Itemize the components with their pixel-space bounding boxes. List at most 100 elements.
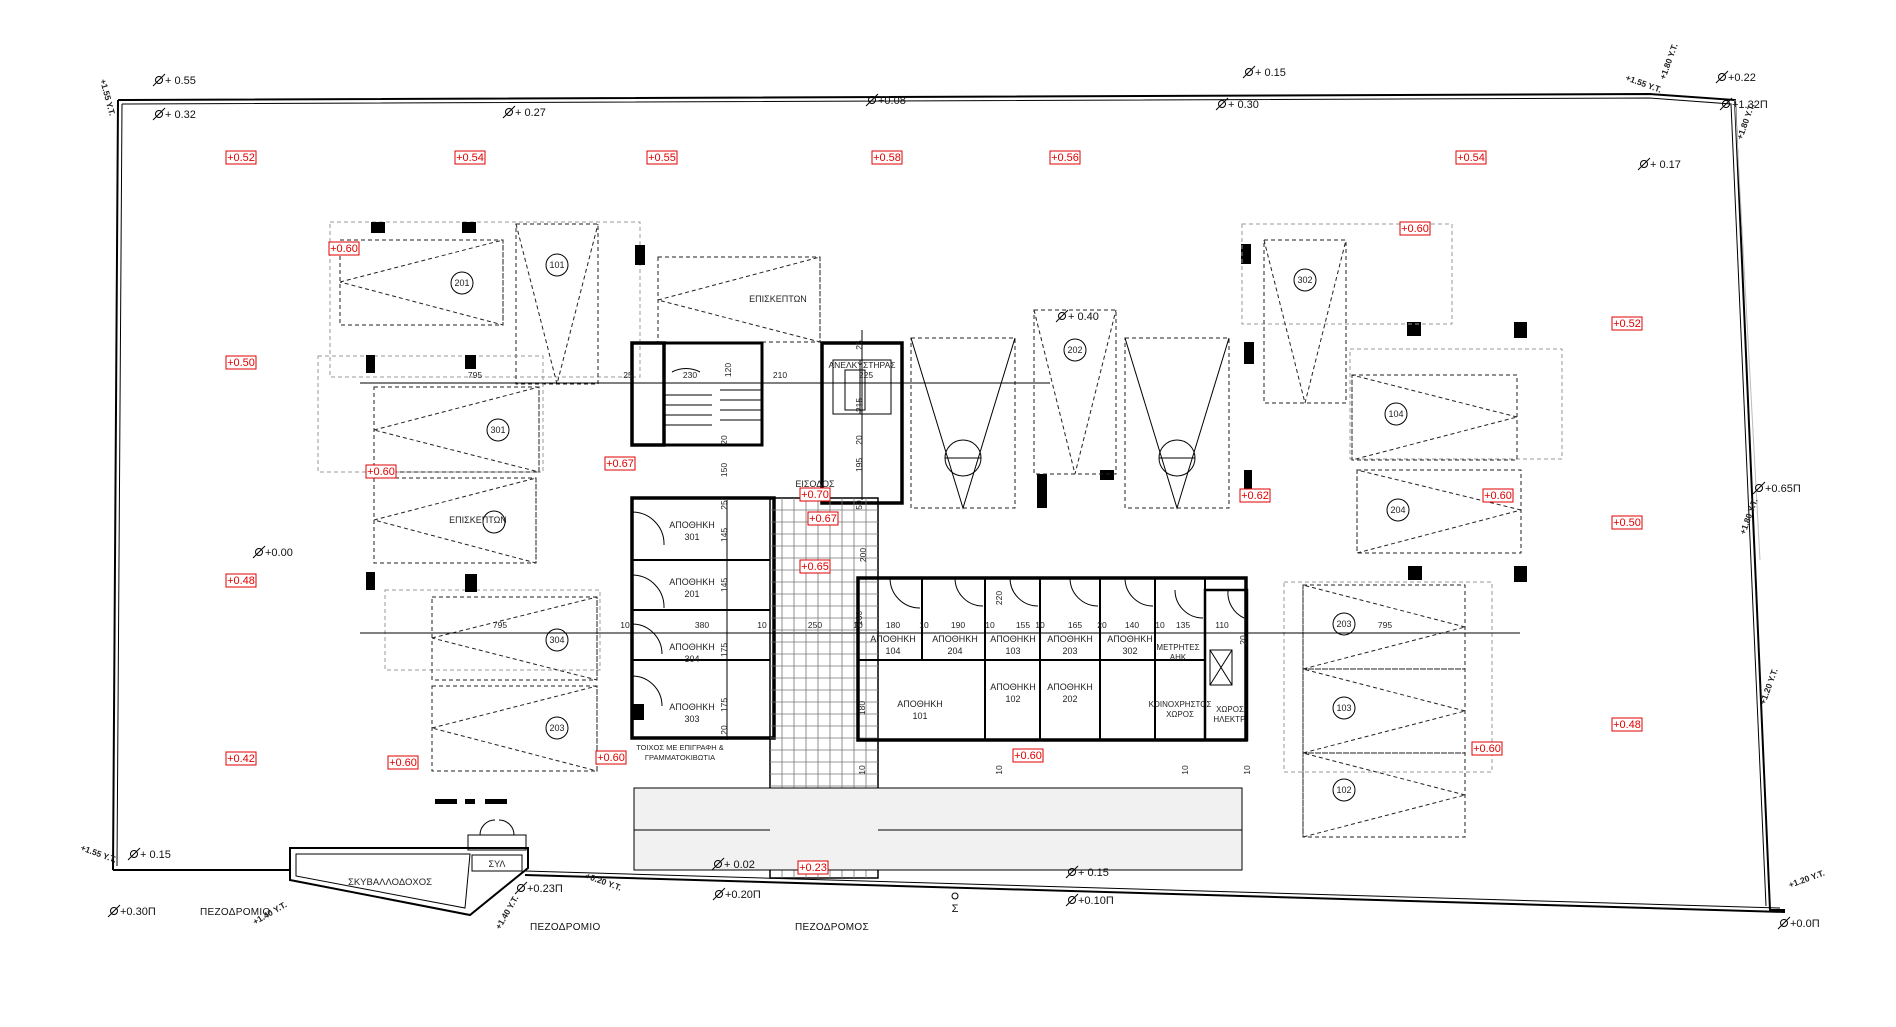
svg-text:+1.40 Υ.Τ.: +1.40 Υ.Τ. [493, 894, 520, 931]
svg-text:+0.20Π: +0.20Π [725, 889, 761, 901]
svg-text:+1.20 Υ.Τ.: +1.20 Υ.Τ. [1787, 868, 1826, 890]
level-r23: +0.60 [1012, 748, 1044, 763]
dimension-d145a: 145 [719, 528, 729, 542]
storage-103-number: 103 [1005, 646, 1020, 656]
svg-text:+1.32Π: +1.32Π [1732, 99, 1768, 111]
svg-text:+0.60: +0.60 [330, 243, 358, 255]
elevation-yt1: +1.55 Υ.Τ. [98, 78, 117, 117]
svg-text:+0.58: +0.58 [873, 152, 901, 164]
parking-304: 304 [549, 635, 564, 645]
dimension-lines [360, 330, 1520, 740]
common-label-2: ΧΩΡΟΣ [1166, 710, 1194, 719]
lower-area [633, 787, 1243, 871]
storage-203-number: 203 [1062, 646, 1077, 656]
visitors-top: ΕΠΙΣΚΕΠΤΩΝ [749, 294, 807, 304]
parking-104: 104 [1388, 409, 1403, 419]
level-r1: +0.52 [225, 150, 257, 165]
svg-text:+ 0.30: + 0.30 [1228, 99, 1259, 111]
svg-text:+0.52: +0.52 [1613, 318, 1641, 330]
bins-label: ΣΚΥΒΑΛΛΟΔΟΧΟΣ [348, 877, 432, 888]
level-r5: +0.56 [1049, 150, 1081, 165]
parking-202: 202 [1067, 345, 1082, 355]
dimension-d10g: 10 [1155, 620, 1165, 630]
svg-text:+0.00: +0.00 [265, 547, 293, 559]
storage-101-label: ΑΠΟΘΗΚΗ [897, 699, 943, 709]
elevation-yt10: +1.40 Υ.Τ. [493, 894, 520, 931]
level-r26: +0.23 [797, 860, 829, 875]
elevation-yt5: +1.80 Υ.Τ. [1737, 497, 1759, 536]
level-r2: +0.54 [454, 150, 486, 165]
svg-text:+0.60: +0.60 [1014, 750, 1042, 762]
svg-text:+0.08: +0.08 [878, 95, 906, 107]
dimension-d140: 140 [1125, 620, 1139, 630]
dimension-d10a: 10 [620, 620, 630, 630]
level-r24: +0.60 [1471, 741, 1503, 756]
level-r7: +0.60 [328, 241, 360, 256]
svg-text:+0.52: +0.52 [227, 152, 255, 164]
level-r14: +0.67 [807, 511, 839, 526]
meters-label-2: ΑΗΚ [1170, 653, 1187, 662]
storage-301-label: ΑΠΟΘΗΚΗ [669, 520, 715, 530]
dimension-d215: 215 [854, 398, 864, 412]
elevator-label: ΑΝΕΛΚΥΣΤΗΡΑΣ [828, 360, 895, 370]
dimension-d25b: 25 [719, 500, 729, 510]
svg-text:+0.70: +0.70 [801, 489, 829, 501]
dimension-d795c: 795 [1378, 620, 1392, 630]
dimension-d230: 230 [683, 370, 697, 380]
elevation-e4: +0.08 [865, 93, 906, 107]
dimension-d180b: 180 [857, 701, 867, 715]
parking-103: 103 [1336, 703, 1351, 713]
svg-text:+0.65: +0.65 [801, 561, 829, 573]
site-boundary [112, 92, 1786, 913]
dimension-d20d: 20 [1097, 620, 1107, 630]
elevation-e2: + 0.32 [152, 107, 196, 121]
dimension-d10b: 10 [757, 620, 767, 630]
svg-text:+0.23: +0.23 [799, 862, 827, 874]
svg-text:+ 0.17: + 0.17 [1650, 159, 1681, 171]
parking-201: 201 [454, 278, 469, 288]
level-r18: +0.50 [1611, 515, 1643, 530]
level-labels: +0.52+0.54+0.55+0.58+0.56+0.54+0.60+0.60… [225, 150, 1643, 875]
svg-text:+0.56: +0.56 [1051, 152, 1079, 164]
dimension-d10f: 10 [1035, 620, 1045, 630]
svg-text:+0.60: +0.60 [389, 757, 417, 769]
storage-302-label: ΑΠΟΘΗΚΗ [1107, 634, 1153, 644]
dimension-d200: 200 [858, 548, 868, 562]
dimension-d25c: 25 [854, 340, 864, 350]
storage-202-number: 202 [1062, 694, 1077, 704]
svg-text:+ 0.27: + 0.27 [515, 107, 546, 119]
parking-203: 203 [549, 723, 564, 733]
svg-text:+0.60: +0.60 [367, 466, 395, 478]
stair-core: ΑΝΕΛΚΥΣΤΗΡΑΣ ΕΙΣΟΔΟΣ [630, 341, 904, 505]
electric-label-2: ΗΛΕΚΤΡ. [1213, 715, 1246, 724]
storage-center: ΑΠΟΘΗΚΗ 104 ΑΠΟΘΗΚΗ 204 ΑΠΟΘΗΚΗ 103 ΑΠΟΘ… [856, 576, 1249, 742]
dimension-d25a: 25 [623, 370, 633, 380]
storage-102-label: ΑΠΟΘΗΚΗ [990, 682, 1036, 692]
level-r9: +0.50 [225, 355, 257, 370]
dimension-d225: 225 [859, 370, 873, 380]
elevation-e13: + 0.15 [127, 847, 171, 861]
storage-303-label: ΑΠΟΘΗΚΗ [669, 702, 715, 712]
svg-text:+0.60: +0.60 [1473, 743, 1501, 755]
dimension-d145b: 145 [719, 578, 729, 592]
storage-203-label: ΑΠΟΘΗΚΗ [1047, 634, 1093, 644]
elevation-yt3: +1.80 Υ.Τ. [1657, 42, 1679, 81]
dimension-d10e: 10 [985, 620, 995, 630]
dimension-d20a: 20 [854, 435, 864, 445]
level-r11: +0.67 [604, 456, 636, 471]
dimension-d10j: 10 [1180, 765, 1190, 775]
level-r22: +0.60 [595, 750, 627, 765]
level-r12: +0.60 [365, 464, 397, 479]
svg-text:+0.42: +0.42 [227, 753, 255, 765]
entrance-label: ΕΙΣΟΔΟΣ [795, 479, 835, 489]
dimension-d10c: 10 [853, 620, 863, 630]
svg-text:+0.60: +0.60 [597, 752, 625, 764]
dimension-d20c: 20 [719, 725, 729, 735]
parking-301: 301 [490, 425, 505, 435]
dimension-d50: 50 [854, 500, 864, 510]
level-r10: +0.52 [1611, 316, 1643, 331]
dimension-d795a: 795 [468, 370, 482, 380]
street-center-left: ΠΕΖΟΔΡΟΜΙΟ [530, 922, 601, 933]
dimension-d165: 165 [1068, 620, 1082, 630]
